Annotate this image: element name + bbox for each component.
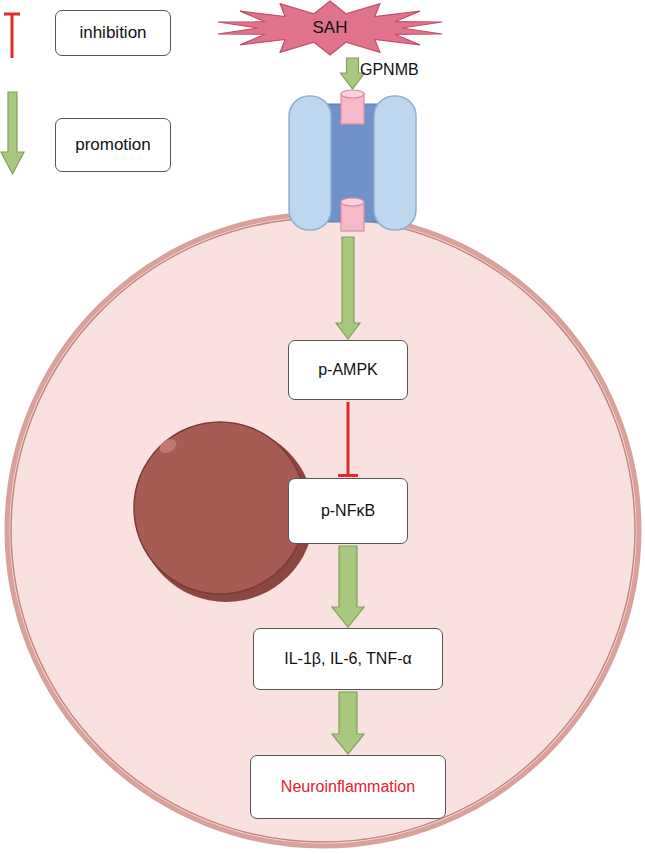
promotion-symbol [1,92,24,174]
outcome-box: Neuroinflammation [250,755,446,819]
stimulus-star: SAH [214,0,446,56]
node-label: p-NFκB [321,501,375,520]
node-label: p-AMPK [318,360,378,379]
legend-label: promotion [75,135,151,155]
nucleus-highlight [157,436,179,455]
star-outline [218,1,442,55]
promotion-arrow [336,237,360,339]
process-box: p-AMPK [288,340,408,400]
inhibition-connector [338,402,358,476]
nucleus [134,422,306,594]
receptor: GPNMB [285,90,420,235]
process-box: IL-1β, IL-6, TNF-α [253,628,443,690]
legend-entry: promotion [55,118,171,172]
node-label: IL-1β, IL-6, TNF-α [284,649,412,668]
inhibition-symbol [11,14,14,58]
receptor-shape [285,90,420,235]
receptor-domain [341,90,364,98]
receptor-label: GPNMB [360,60,419,79]
process-box: p-NFκB [288,478,408,544]
receptor-domain [341,198,364,206]
legend-label: inhibition [79,23,146,43]
legend-entry: inhibition [55,10,171,56]
cell-body [7,214,639,846]
node-label: SAH [313,18,348,38]
promotion-arrow [332,692,364,754]
node-label: Neuroinflammation [281,777,415,796]
inhibition-symbol [4,13,20,16]
promotion-arrow [332,546,364,627]
receptor-subunit [374,96,416,230]
receptor-subunit [289,96,331,230]
cell-membrane [11,218,635,842]
